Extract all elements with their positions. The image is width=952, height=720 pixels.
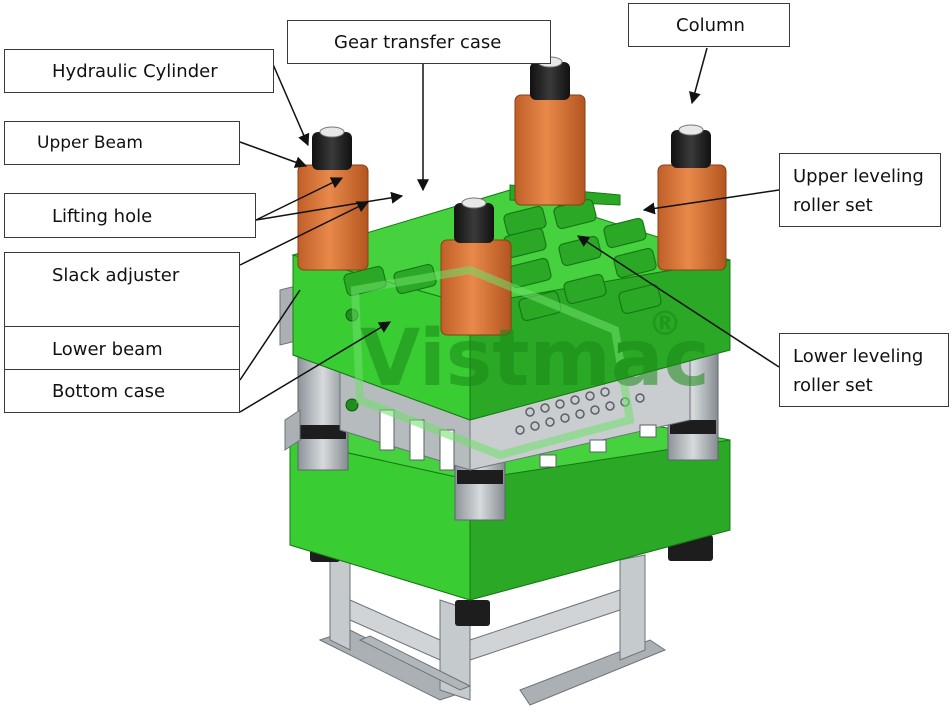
label-bottom-case-text: Bottom case [52, 381, 166, 402]
label-bottom-case: Bottom case [4, 369, 240, 413]
label-lower-leveling-roller-set: Lower leveling roller set [779, 333, 949, 407]
arrow-bottom-case [239, 321, 392, 413]
arrow-lifting-hole-a [255, 177, 344, 221]
hydraulic-cylinders-shape [297, 56, 727, 336]
label-upper-leveling-line2: roller set [793, 195, 873, 216]
arrow-upper-beam [239, 141, 308, 168]
label-upper-leveling-roller-set: Upper leveling roller set [779, 153, 941, 227]
arrow-lower-leveling [576, 235, 780, 368]
label-lower-leveling-line2: roller set [793, 375, 873, 396]
arrow-upper-leveling [642, 189, 780, 215]
arrow-lifting-hole-b [255, 191, 404, 221]
label-hydraulic-cylinder: Hydraulic Cylinder [4, 49, 274, 93]
arrow-column [689, 47, 708, 105]
arrow-hydraulic-cylinder [271, 61, 310, 147]
arrow-slack-adjuster [239, 201, 370, 266]
watermark-text: Vistmac [360, 314, 710, 404]
label-upper-beam: Upper Beam [4, 121, 240, 165]
label-slack-adjuster-text: Slack adjuster [52, 265, 180, 286]
label-lower-leveling-line1: Lower leveling [793, 346, 924, 367]
label-gear-transfer-case: Gear transfer case [287, 20, 551, 64]
arrow-lower-beam [239, 289, 301, 381]
vistmac-watermark: Vistmac ® [350, 265, 710, 460]
label-lifting-hole-text: Lifting hole [52, 206, 153, 227]
label-column: Column [628, 3, 790, 47]
label-slack-adjuster: Slack adjuster [4, 252, 240, 327]
label-column-text: Column [676, 15, 745, 36]
label-upper-beam-text: Upper Beam [37, 133, 143, 153]
label-lifting-hole: Lifting hole [4, 193, 256, 238]
label-gear-transfer-case-text: Gear transfer case [334, 32, 502, 53]
label-hydraulic-cylinder-text: Hydraulic Cylinder [52, 61, 218, 82]
label-lower-beam-text: Lower beam [52, 339, 163, 360]
leader-arrows [239, 47, 780, 413]
registered-mark: ® [648, 304, 682, 344]
label-upper-leveling-line1: Upper leveling [793, 166, 924, 187]
label-lower-beam: Lower beam [4, 326, 240, 370]
